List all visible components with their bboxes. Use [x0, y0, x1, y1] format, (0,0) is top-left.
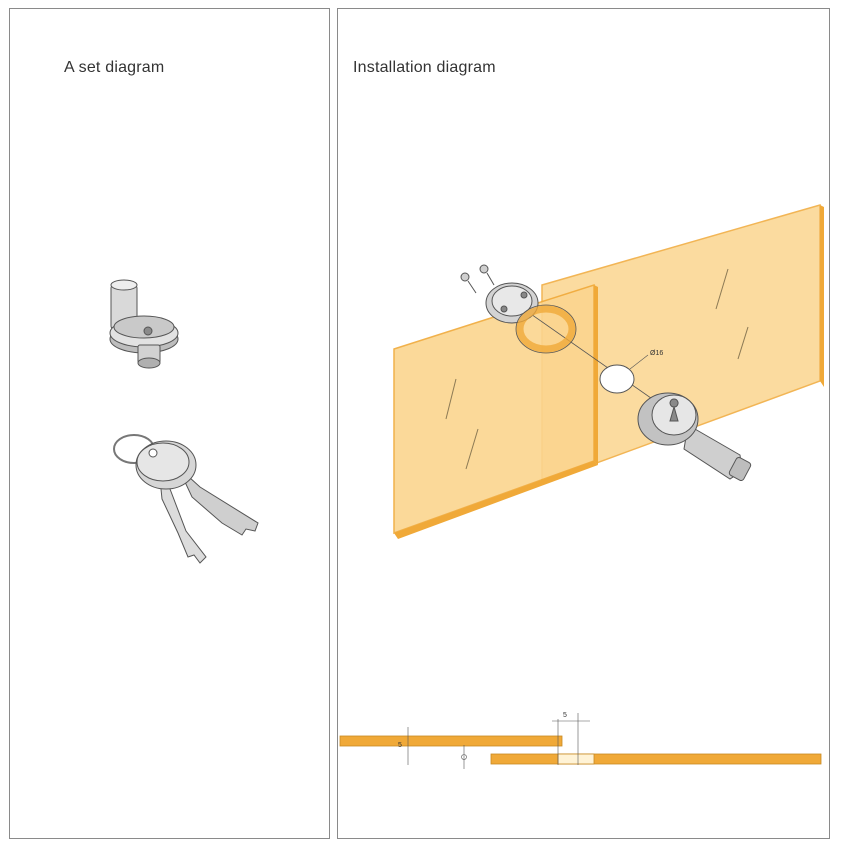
cross-section: 5 5: [339, 712, 822, 769]
screws: [460, 264, 495, 294]
set-diagram-title: A set diagram: [64, 59, 165, 76]
thickness-dimension-label: 5: [398, 742, 402, 749]
installation-illustration: Ø16 5 5: [339, 204, 824, 769]
installation-diagram-panel: Installation diagram: [337, 8, 830, 839]
glass-hole: [599, 364, 635, 394]
lock-body: [637, 392, 752, 482]
installation-diagram-title: Installation diagram: [353, 59, 496, 76]
ring-washer: [516, 305, 576, 353]
set-diagram-panel: A set diagram: [9, 8, 330, 839]
keys: [113, 434, 259, 564]
hole-diameter-label: Ø16: [650, 350, 663, 357]
lock-cylinder: [109, 279, 179, 369]
gap-dimension-label: 5: [563, 712, 567, 719]
set-illustration: [109, 279, 259, 564]
